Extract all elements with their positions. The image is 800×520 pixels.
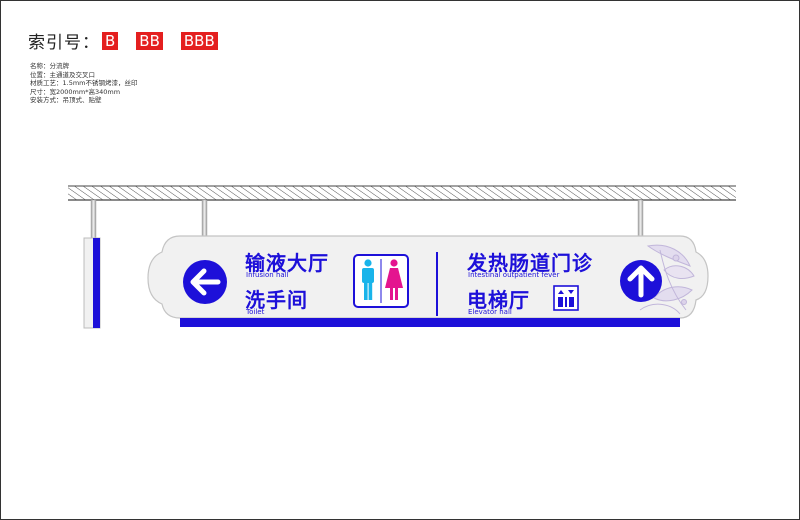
male-figure-icon (362, 259, 374, 300)
elevator-hall-en: Elevator hall (468, 308, 512, 316)
spec-material: 材质工艺：1.5mm不锈钢烤漆，丝印 (30, 79, 138, 88)
infusion-hall-zh: 输液大厅 (245, 251, 329, 275)
elevator-hall-zh: 电梯厅 (467, 288, 530, 312)
restroom-icon (353, 254, 409, 308)
spec-mounting: 安装方式：吊顶式、贴壁 (30, 96, 102, 105)
fever-clinic-en: Intestinal outpatient fever (468, 271, 560, 279)
index-code-bbb: BBB (180, 31, 218, 50)
up-arrow-icon (620, 260, 662, 302)
suspension-rods (90, 199, 644, 239)
spec-position: 位置：主通道及交叉口 (30, 70, 95, 79)
female-figure-icon (385, 259, 403, 300)
spec-notes: 名称：分流牌 位置：主通道及交叉口 材质工艺：1.5mm不锈钢烤漆，丝印 尺寸：… (30, 62, 138, 105)
spec-size: 尺寸：宽2000mm*高340mm (30, 87, 121, 96)
ceiling (68, 185, 736, 201)
toilet-zh: 洗手间 (245, 288, 308, 312)
index-code-b: B (102, 31, 119, 50)
fever-clinic-zh: 发热肠道门诊 (467, 251, 593, 275)
index-header: 索引号： B BB BBB (28, 28, 236, 53)
left-arrow-icon (183, 260, 227, 304)
toilet-en: Toilet (246, 308, 265, 316)
infusion-hall-en: Infusion hall (246, 271, 289, 279)
index-label: 索引号： (28, 33, 100, 53)
elevator-icon (553, 285, 579, 311)
side-view (83, 237, 101, 329)
spec-name: 名称：分流牌 (30, 62, 69, 70)
index-code-bb: BB (136, 31, 163, 50)
